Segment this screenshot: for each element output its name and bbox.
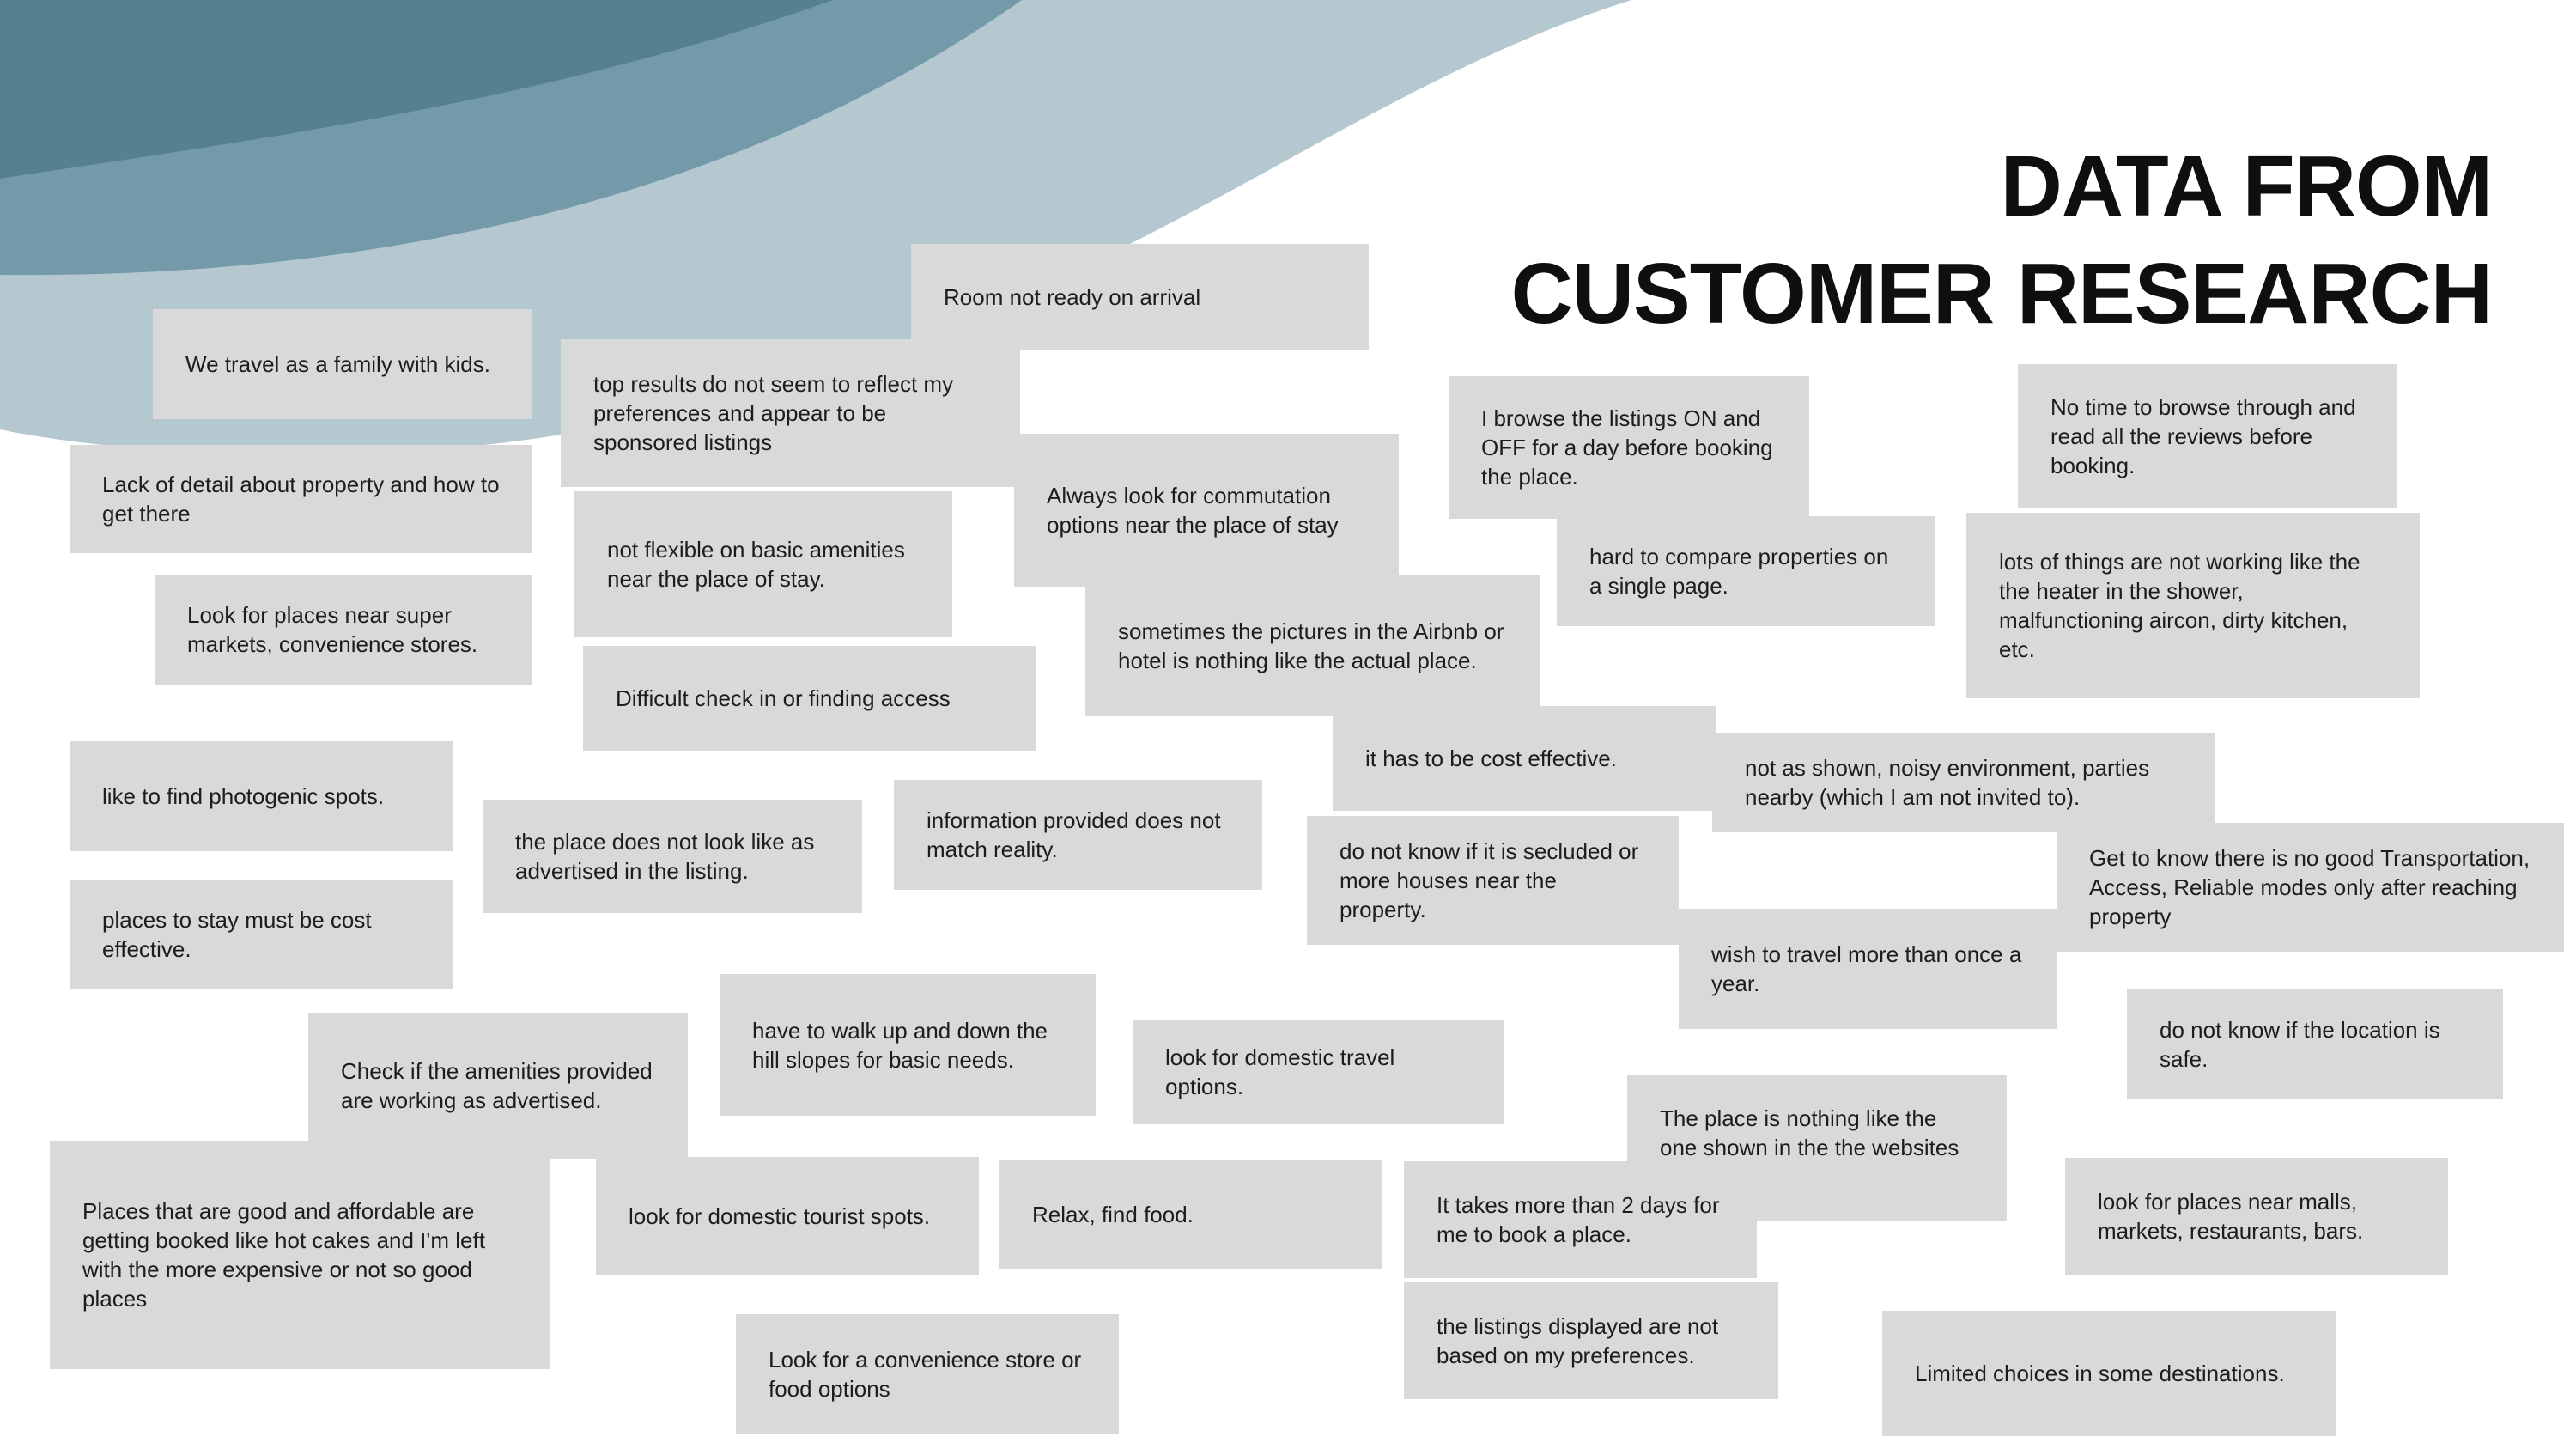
sticky-note[interactable]: Limited choices in some destinations. — [1882, 1311, 2336, 1436]
sticky-note[interactable]: top results do not seem to reflect my pr… — [561, 339, 1020, 487]
sticky-note-text: Places that are good and affordable are … — [82, 1198, 485, 1312]
sticky-note[interactable]: Lack of detail about property and how to… — [70, 445, 532, 553]
sticky-note-text: not flexible on basic amenities near the… — [607, 537, 905, 592]
sticky-note[interactable]: have to walk up and down the hill slopes… — [720, 974, 1096, 1116]
sticky-note-text: Always look for commutation options near… — [1047, 483, 1339, 538]
sticky-note-text: We travel as a family with kids. — [185, 351, 490, 377]
sticky-note-text: the listings displayed are not based on … — [1437, 1313, 1719, 1368]
sticky-note-text: wish to travel more than once a year. — [1711, 941, 2022, 996]
sticky-note[interactable]: look for domestic travel options. — [1133, 1020, 1504, 1124]
sticky-note-text: Limited choices in some destinations. — [1915, 1361, 2285, 1386]
sticky-note-text: Get to know there is no good Transportat… — [2089, 845, 2530, 929]
sticky-note-text: look for domestic tourist spots. — [629, 1203, 931, 1229]
sticky-note-text: Look for places near super markets, conv… — [187, 602, 478, 657]
sticky-note[interactable]: places to stay must be cost effective. — [70, 880, 453, 989]
sticky-note[interactable]: Room not ready on arrival — [911, 244, 1369, 350]
sticky-note-text: Check if the amenities provided are work… — [341, 1058, 653, 1113]
sticky-note[interactable]: The place is nothing like the one shown … — [1627, 1075, 2007, 1221]
sticky-note[interactable]: do not know if the location is safe. — [2127, 989, 2503, 1099]
sticky-note[interactable]: not as shown, noisy environment, parties… — [1712, 733, 2215, 832]
sticky-note-text: places to stay must be cost effective. — [102, 907, 372, 962]
sticky-note-text: sometimes the pictures in the Airbnb or … — [1118, 618, 1504, 673]
sticky-note[interactable]: Look for places near super markets, conv… — [155, 575, 532, 685]
sticky-note[interactable]: not flexible on basic amenities near the… — [574, 491, 952, 637]
sticky-note[interactable]: look for places near malls, markets, res… — [2065, 1158, 2448, 1275]
sticky-note-text: Room not ready on arrival — [944, 284, 1201, 310]
sticky-note[interactable]: Always look for commutation options near… — [1014, 434, 1399, 587]
sticky-note-text: top results do not seem to reflect my pr… — [593, 371, 954, 455]
sticky-note-text: like to find photogenic spots. — [102, 783, 385, 809]
sticky-note[interactable]: Places that are good and affordable are … — [50, 1141, 550, 1369]
sticky-note[interactable]: Check if the amenities provided are work… — [308, 1013, 688, 1159]
sticky-note-text: not as shown, noisy environment, parties… — [1745, 755, 2150, 810]
sticky-note[interactable]: do not know if it is secluded or more ho… — [1307, 816, 1679, 945]
sticky-note[interactable]: It takes more than 2 days for me to book… — [1404, 1161, 1757, 1278]
sticky-note[interactable]: Difficult check in or finding access — [583, 646, 1036, 751]
page-title-line-1: DATA FROM — [2000, 138, 2493, 234]
sticky-note-text: Look for a convenience store or food opt… — [769, 1347, 1082, 1402]
sticky-note[interactable]: it has to be cost effective. — [1333, 706, 1716, 811]
sticky-note[interactable]: information provided does not match real… — [894, 780, 1262, 890]
sticky-note-text: look for places near malls, markets, res… — [2098, 1189, 2364, 1244]
sticky-note[interactable]: like to find photogenic spots. — [70, 741, 453, 851]
sticky-note[interactable]: lots of things are not working like the … — [1966, 513, 2420, 698]
sticky-note-text: It takes more than 2 days for me to book… — [1437, 1192, 1720, 1247]
sticky-note[interactable]: the listings displayed are not based on … — [1404, 1282, 1778, 1399]
sticky-note[interactable]: wish to travel more than once a year. — [1679, 909, 2057, 1029]
page-title: DATA FROM CUSTOMER RESEARCH — [1510, 133, 2493, 348]
sticky-note-text: do not know if it is secluded or more ho… — [1340, 838, 1639, 922]
sticky-note-text: do not know if the location is safe. — [2160, 1017, 2440, 1072]
sticky-note[interactable]: I browse the listings ON and OFF for a d… — [1449, 376, 1809, 519]
sticky-note-text: the place does not look like as advertis… — [515, 829, 815, 884]
sticky-note[interactable]: No time to browse through and read all t… — [2018, 364, 2397, 508]
sticky-note-text: look for domestic travel options. — [1165, 1044, 1395, 1099]
sticky-note[interactable]: Look for a convenience store or food opt… — [736, 1314, 1119, 1434]
sticky-note-text: lots of things are not working like the … — [1999, 549, 2360, 662]
sticky-note[interactable]: We travel as a family with kids. — [153, 309, 532, 419]
sticky-note-text: I browse the listings ON and OFF for a d… — [1481, 405, 1773, 490]
sticky-note-text: information provided does not match real… — [927, 807, 1221, 862]
sticky-note-text: it has to be cost effective. — [1365, 746, 1617, 771]
sticky-note-text: No time to browse through and read all t… — [2050, 394, 2356, 478]
sticky-note-text: Relax, find food. — [1032, 1202, 1194, 1227]
page-title-line-2: CUSTOMER RESEARCH — [1510, 246, 2493, 342]
sticky-note[interactable]: Relax, find food. — [999, 1160, 1382, 1269]
sticky-note[interactable]: Get to know there is no good Transportat… — [2057, 823, 2564, 952]
sticky-note[interactable]: sometimes the pictures in the Airbnb or … — [1085, 575, 1540, 716]
sticky-note-text: hard to compare properties on a single p… — [1589, 544, 1889, 599]
sticky-note[interactable]: look for domestic tourist spots. — [596, 1157, 979, 1275]
sticky-note[interactable]: hard to compare properties on a single p… — [1557, 516, 1935, 626]
sticky-note-text: Lack of detail about property and how to… — [102, 472, 500, 527]
sticky-note-text: Difficult check in or finding access — [616, 685, 951, 711]
sticky-note[interactable]: the place does not look like as advertis… — [483, 800, 862, 913]
sticky-note-text: have to walk up and down the hill slopes… — [752, 1017, 1048, 1073]
